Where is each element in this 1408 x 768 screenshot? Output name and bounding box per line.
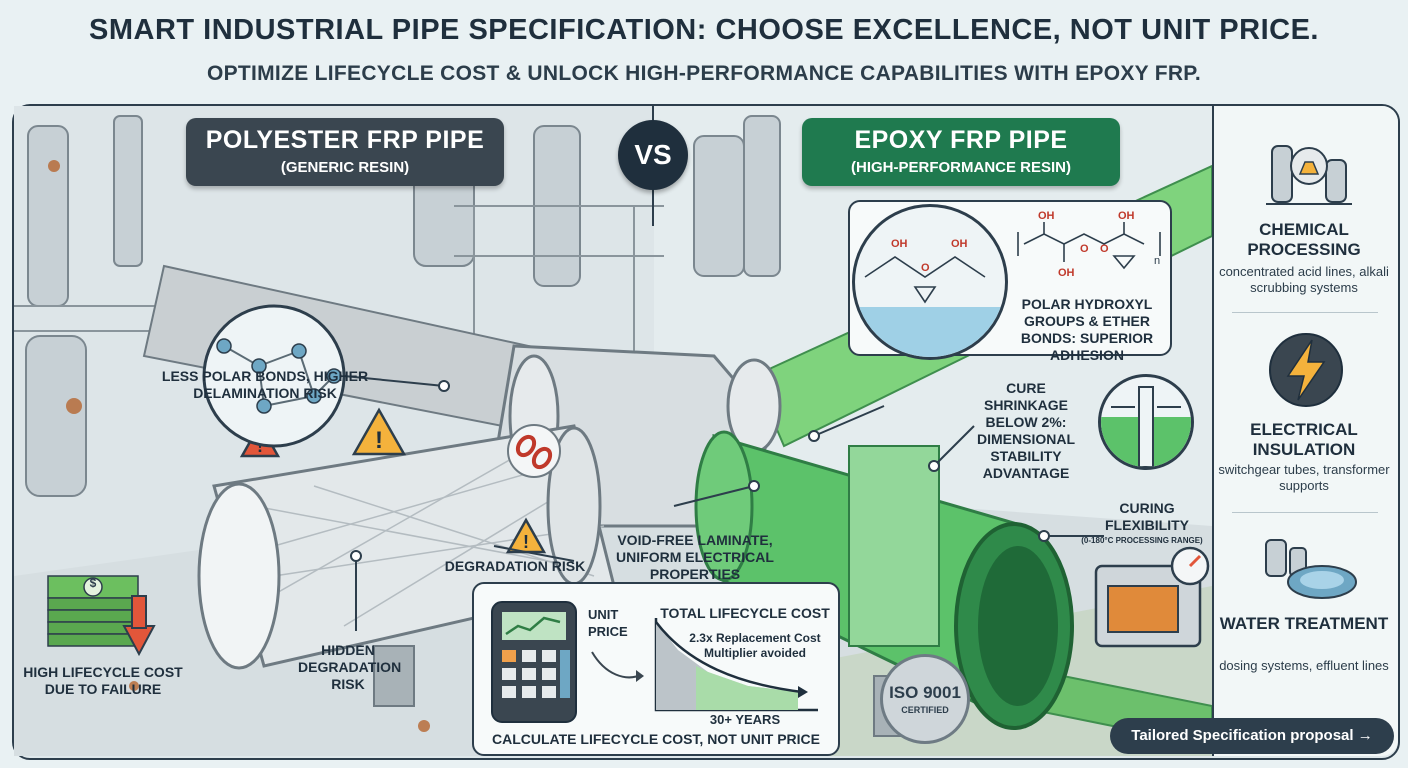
- water-treatment-icon: [1265, 539, 1357, 599]
- sidebar-title-electrical: ELECTRICAL INSULATION: [1250, 420, 1358, 459]
- epoxy-molecule-detail: OH OH O: [852, 204, 1008, 360]
- chem-o-left: O: [1080, 243, 1089, 255]
- epoxy-label: EPOXY FRP PIPE (HIGH-PERFORMANCE RESIN): [802, 118, 1120, 186]
- curing-range-caption: (0-180°C PROCESSING RANGE): [1081, 536, 1203, 545]
- iso-badge: ISO 9001 CERTIFIED: [880, 654, 970, 744]
- sidebar-divider: [1232, 312, 1378, 313]
- cost-panel-footer: CALCULATE LIFECYCLE COST, NOT UNIT PRICE: [492, 731, 820, 747]
- detail-o: O: [921, 262, 930, 274]
- void-free-caption: VOID-FREE LAMINATE, UNIFORM ELECTRICAL P…: [616, 532, 774, 582]
- sidebar-desc-water: dosing systems, effluent lines: [1219, 658, 1389, 673]
- iso-badge-line1: ISO 9001: [889, 683, 961, 702]
- chem-o-right: O: [1100, 243, 1109, 255]
- chemical-processing-icon: [1266, 145, 1352, 205]
- unit-price-label: UNIT PRICE: [588, 607, 628, 639]
- chem-oh-top-left: OH: [1038, 210, 1055, 222]
- detail-oh-left: OH: [891, 238, 908, 250]
- years-label: 30+ YEARS: [709, 712, 781, 727]
- tailored-specification-button[interactable]: Tailored Specification proposal →: [1110, 718, 1394, 754]
- polyester-bonds-caption: LESS POLAR BONDS, HIGHER DELAMINATION RI…: [161, 368, 369, 401]
- lifecycle-cost-chart: [654, 618, 818, 712]
- svg-text:!: !: [375, 427, 383, 454]
- polyester-title: POLYESTER FRP PIPE: [205, 126, 485, 154]
- cure-shrinkage-caption: CURE SHRINKAGE BELOW 2%: DIMENSIONAL STA…: [977, 380, 1075, 481]
- curing-flex-caption: CURING FLEXIBILITY: [1105, 500, 1189, 533]
- total-lifecycle-title: TOTAL LIFECYCLE COST: [660, 605, 830, 621]
- arrow-icon: [591, 651, 644, 682]
- page-title: SMART INDUSTRIAL PIPE SPECIFICATION: CHO…: [89, 14, 1319, 46]
- iso-badge-line2: CERTIFIED: [901, 705, 949, 715]
- chem-oh-bottom: OH: [1058, 267, 1075, 279]
- chemical-structure-diagram: OH OH OH O O n: [1017, 210, 1161, 279]
- svg-text:!: !: [523, 532, 529, 552]
- degradation-risk-caption: DEGRADATION RISK: [444, 558, 586, 574]
- shrinkage-detail: [1098, 374, 1194, 470]
- detail-oh-right: OH: [951, 238, 968, 250]
- polyester-label: POLYESTER FRP PIPE (GENERIC RESIN): [186, 118, 504, 186]
- lightning-icon: [1269, 333, 1343, 407]
- chem-oh-top-right: OH: [1118, 210, 1135, 222]
- epoxy-adhesion-caption: POLAR HYDROXYL GROUPS & ETHER BONDS: SUP…: [1020, 296, 1154, 363]
- vs-badge: VS: [618, 120, 688, 190]
- epoxy-subtitle: (HIGH-PERFORMANCE RESIN): [851, 159, 1071, 176]
- applications-sidebar: [1212, 106, 1398, 756]
- page-subtitle: OPTIMIZE LIFECYCLE COST & UNLOCK HIGH-PE…: [206, 62, 1202, 85]
- multiplier-label: 2.3x Replacement Cost Multiplier avoided: [689, 631, 821, 660]
- chem-repeat-n: n: [1154, 255, 1160, 267]
- hidden-degradation-caption: HIDDEN DEGRADATION RISK: [298, 642, 402, 692]
- sidebar-title-chemical: CHEMICAL PROCESSING: [1247, 220, 1361, 259]
- sidebar-desc-chemical: concentrated acid lines, alkali scrubbin…: [1219, 264, 1389, 295]
- epoxy-title: EPOXY FRP PIPE: [854, 126, 1068, 154]
- sidebar-divider: [1232, 512, 1378, 513]
- polyester-subtitle: (GENERIC RESIN): [280, 159, 410, 176]
- dollar-symbol: $: [89, 576, 97, 590]
- sidebar-title-water: WATER TREATMENT: [1219, 614, 1389, 633]
- sidebar-desc-electrical: switchgear tubes, transformer supports: [1218, 462, 1390, 493]
- high-cost-caption: HIGH LIFECYCLE COST DUE TO FAILURE: [23, 664, 183, 697]
- calculator-icon: [491, 601, 577, 723]
